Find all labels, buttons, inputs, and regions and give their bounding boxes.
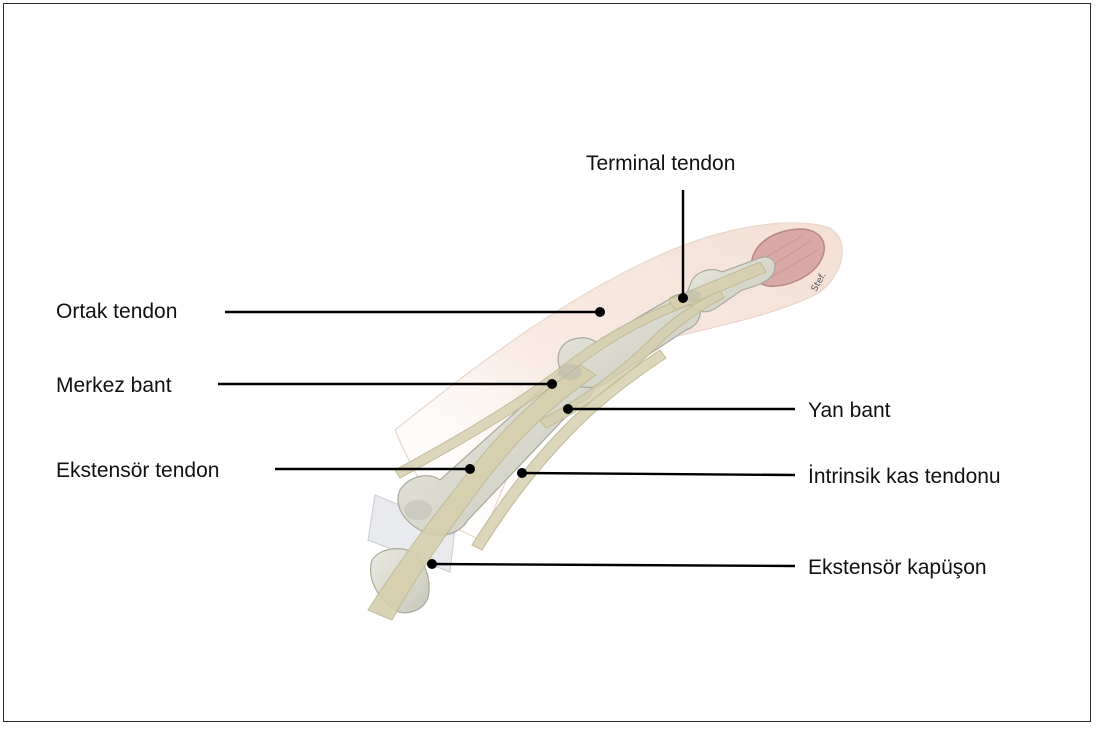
label-intrinsik-kas-tendonu: İntrinsik kas tendonu (808, 466, 1001, 487)
pip-joint-shade (558, 364, 582, 380)
dot-terminal-tendon (678, 293, 688, 303)
label-ekstensor-kapuson: Ekstensör kapüşon (808, 557, 987, 578)
dot-intrinsik-kas (517, 468, 527, 478)
leader-ekstensor-kapuson (432, 564, 795, 566)
dot-ekstensor-kapuson (427, 559, 437, 569)
dot-merkez-bant (547, 379, 557, 389)
leader-intrinsik-kas (522, 473, 795, 475)
mcp-joint-shade (404, 500, 432, 520)
label-ortak-tendon: Ortak tendon (56, 301, 177, 322)
label-merkez-bant: Merkez bant (56, 375, 172, 396)
dot-ekstensor-tendon (465, 464, 475, 474)
dot-yan-bant (563, 404, 573, 414)
label-yan-bant: Yan bant (808, 400, 891, 421)
dot-ortak-tendon (595, 307, 605, 317)
label-ekstensor-tendon: Ekstensör tendon (56, 460, 219, 481)
label-terminal-tendon: Terminal tendon (586, 153, 735, 174)
